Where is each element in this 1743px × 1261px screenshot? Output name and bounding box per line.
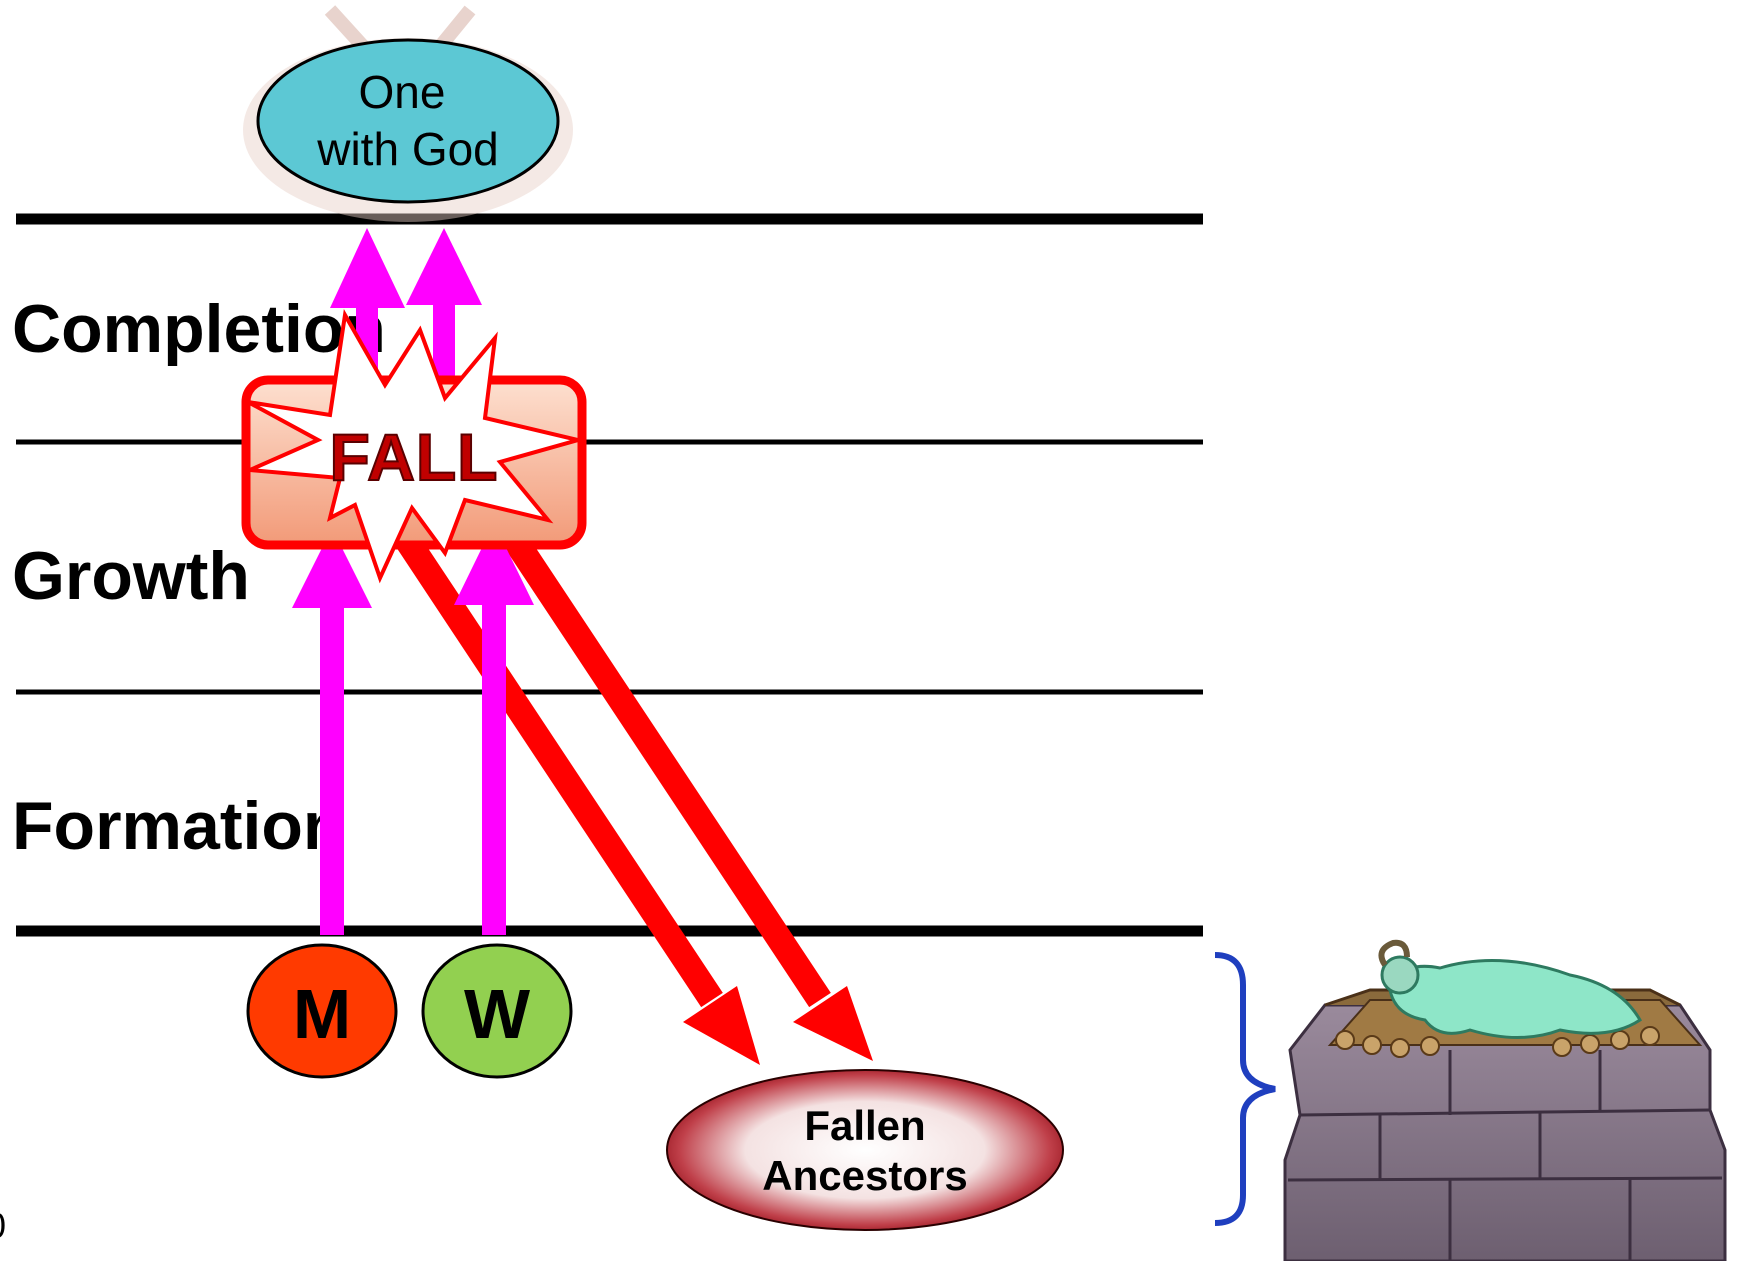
- man-label: M: [293, 975, 351, 1053]
- altar-sacrifice-icon: [1283, 939, 1727, 1261]
- woman-growth-shaft-lower: [482, 600, 506, 935]
- woman-growth-head-lower: [454, 523, 534, 605]
- fall-arrow-man-head: [683, 986, 760, 1065]
- goal-ellipse: [256, 38, 560, 204]
- woman-label: W: [464, 975, 530, 1053]
- man-growth-head-upper: [330, 228, 405, 308]
- level-growth-label: Growth: [12, 538, 250, 614]
- level-completion-label: Completion: [12, 291, 386, 367]
- fall-arrow-man-shaft: [396, 532, 723, 1008]
- brace-icon: [1214, 952, 1276, 1226]
- fall-arrows: [396, 532, 873, 1065]
- fallen-ancestors-node: Fallen Ancestors: [666, 1069, 1064, 1231]
- woman-circle: [421, 943, 573, 1079]
- fall-label: FALL: [330, 420, 499, 494]
- man-circle: [246, 943, 398, 1079]
- goal-line1: One: [359, 66, 446, 118]
- man-growth-head-lower: [292, 528, 372, 608]
- fallen-line1: Fallen: [804, 1102, 925, 1149]
- fallen-line2: Ancestors: [762, 1152, 967, 1199]
- level-formation-label: Formation: [12, 788, 344, 864]
- goal-node: One with God: [243, 5, 573, 222]
- goal-line2: with God: [316, 123, 499, 175]
- woman-node: W: [421, 943, 573, 1079]
- man-growth-shaft-lower: [320, 600, 344, 935]
- fall-arrow-woman-shaft: [504, 532, 831, 1008]
- man-node: M: [246, 943, 398, 1079]
- fallen-ellipse: [666, 1069, 1064, 1231]
- fall-event: FALL: [241, 309, 587, 584]
- page-number: 0: [0, 1205, 6, 1246]
- woman-growth-head-upper: [406, 228, 482, 305]
- fall-arrow-woman-head: [793, 986, 873, 1061]
- explosion-icon: [247, 309, 586, 584]
